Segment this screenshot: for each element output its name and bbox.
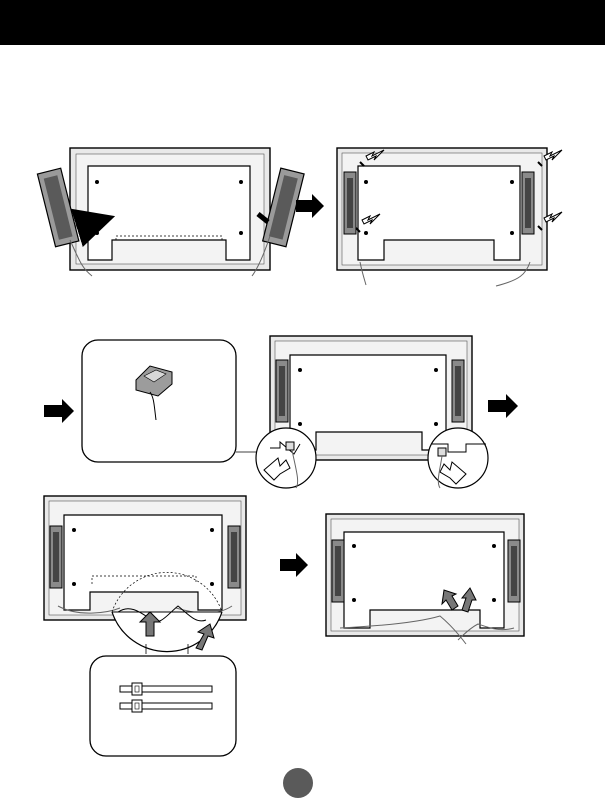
step-arrow-icon — [296, 194, 324, 218]
step-arrow-icon — [44, 399, 74, 423]
step-arrow-icon — [488, 394, 518, 418]
page-number-badge — [283, 768, 313, 798]
figure-cable-holder-attached — [256, 336, 488, 488]
zoom-circle-icon — [256, 428, 316, 488]
figure-cable-holder-callout — [82, 340, 258, 462]
figure-cable-tie-zoom — [44, 496, 246, 654]
cable-tie-callout — [90, 656, 236, 756]
figure-cable-tie-final — [326, 514, 524, 644]
figure-speaker-screws-fastened — [337, 148, 562, 286]
figure-speaker-attach-before — [37, 148, 304, 276]
step-arrow-icon — [280, 553, 308, 577]
